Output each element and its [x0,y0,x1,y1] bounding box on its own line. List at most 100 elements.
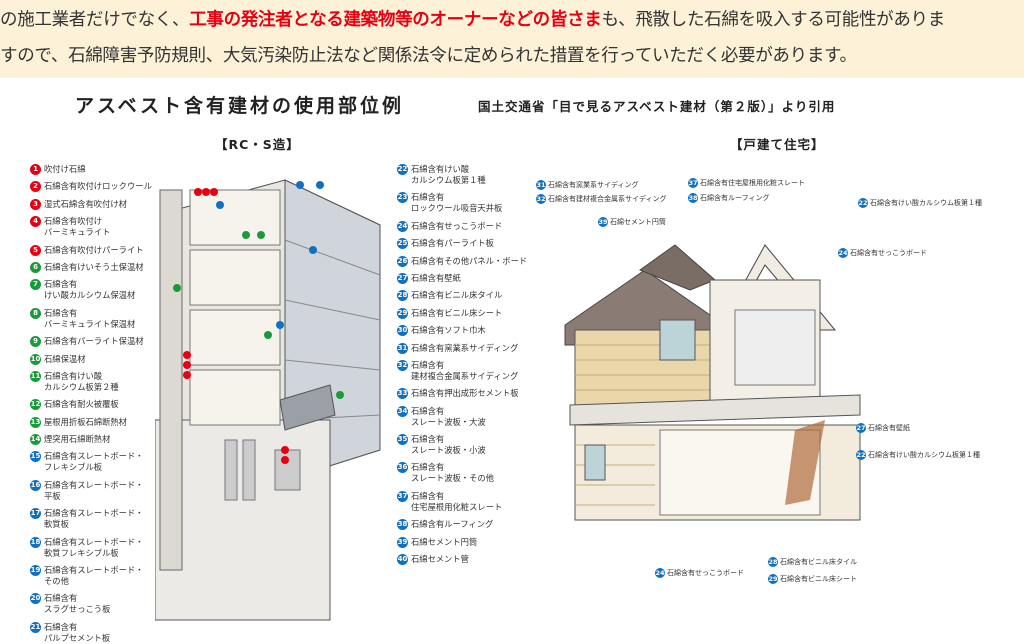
number-badge: 20 [30,593,41,605]
legend-label: 石綿含有 スレート波板・小波 [411,434,486,456]
legend-label: 石綿含有 スレート波板・大波 [411,405,486,427]
legend-label: 石綿含有 スラグせっこう板 [44,593,111,615]
legend-label: 石綿含有耐火被覆板 [44,399,119,410]
legend-label: 石綿含有けいそう土保温材 [44,261,144,272]
number-badge: 26 [397,255,408,267]
legend-label: 石綿含有 スレート波板・その他 [411,462,494,484]
legend-label: 石綿含有建材複合金属系サイディング [548,195,667,203]
legend-label: 石綿含有せっこうボード [667,569,744,577]
number-badge: 14 [30,434,41,446]
number-badge: 37 [688,178,698,188]
number-badge: 16 [30,479,41,491]
house-illustration [564,244,861,521]
legend-label: 石綿含有せっこうボード [850,249,927,257]
legend-label: 石綿含有 バーミキュライト保温材 [44,307,136,329]
number-badge: 31 [397,342,408,354]
legend-label: 石綿セメント管 [411,554,469,565]
legend-label: 屋根用折板石綿断熱材 [44,416,127,427]
legend-label: 煙突用石綿断熱材 [44,434,111,445]
number-badge: 12 [30,399,41,411]
number-badge: 36 [397,462,408,474]
legend-label: 石綿含有ビニル床タイル [411,290,503,301]
notice-line-2: すので、石綿障害予防規則、大気汚染防止法など関係法令に定められた措置を行っていた… [0,46,857,66]
legend-label: 石綿含有窯業系サイディング [411,342,519,353]
notice-text: も、飛散した石綿を吸入する可能性がありま [601,10,945,30]
number-badge: 29 [768,574,778,584]
legend-label: 石綿含有 けい酸カルシウム保温材 [44,279,136,301]
number-badge: 39 [598,217,608,227]
number-badge: 37 [397,490,408,502]
legend-label: 石綿含有ビニル床シート [780,575,857,583]
legend-label: 石綿含有吹付け バーミキュライト [44,216,111,238]
legend-label: 石綿含有ビニル床シート [411,307,503,318]
number-badge: 38 [688,193,698,203]
legend-label: 石綿含有けい酸カルシウム板第１種 [868,451,980,459]
number-badge: 27 [397,272,408,284]
legend-label: 石綿保温材 [44,353,86,364]
number-badge: 28 [768,557,778,567]
legend-label: 石綿含有スレートボード・ その他 [44,565,144,587]
legend-label: 石綿含有けい酸 カルシウム板第２種 [44,370,119,392]
heading-rc: 【RC・S造】 [215,137,300,152]
number-badge: 38 [397,519,408,531]
legend-label: 石綿含有スレートボード・ フレキシブル板 [44,451,144,473]
number-badge: 24 [838,248,848,258]
number-badge: 34 [397,405,408,417]
legend-label: 石綿含有 住宅屋根用化粧スレート [411,490,503,512]
legend-label: 石綿含有パーライト板 [411,238,494,249]
legend-label: 石綿セメント円筒 [610,218,666,226]
legend-label: 石綿含有その他パネル・ボード [411,255,528,266]
number-badge: 4 [30,216,41,228]
number-badge: 40 [397,554,408,566]
legend-label: 石綿含有押出成形セメント板 [411,388,519,399]
number-badge: 29 [397,307,408,319]
heading-house: 【戸建て住宅】 [730,137,825,152]
number-badge: 1 [30,164,41,175]
number-badge: 28 [397,290,408,302]
number-badge: 23 [397,192,408,204]
legend-label: 吹付け石綿 [44,164,86,174]
number-badge: 5 [30,244,41,256]
figure-source: 国土交通省「目で見るアスベスト建材（第２版）」より引用 [478,99,836,114]
number-badge: 22 [856,450,866,460]
number-badge: 6 [30,261,41,273]
legend-label: 石綿含有ビニル床タイル [780,558,857,566]
legend-label: 石綿含有せっこうボード [411,220,503,231]
notice-text: の施工業者だけでなく、 [0,10,190,30]
legend-label: 石綿含有ルーフィング [411,519,494,530]
number-badge: 11 [30,370,41,382]
